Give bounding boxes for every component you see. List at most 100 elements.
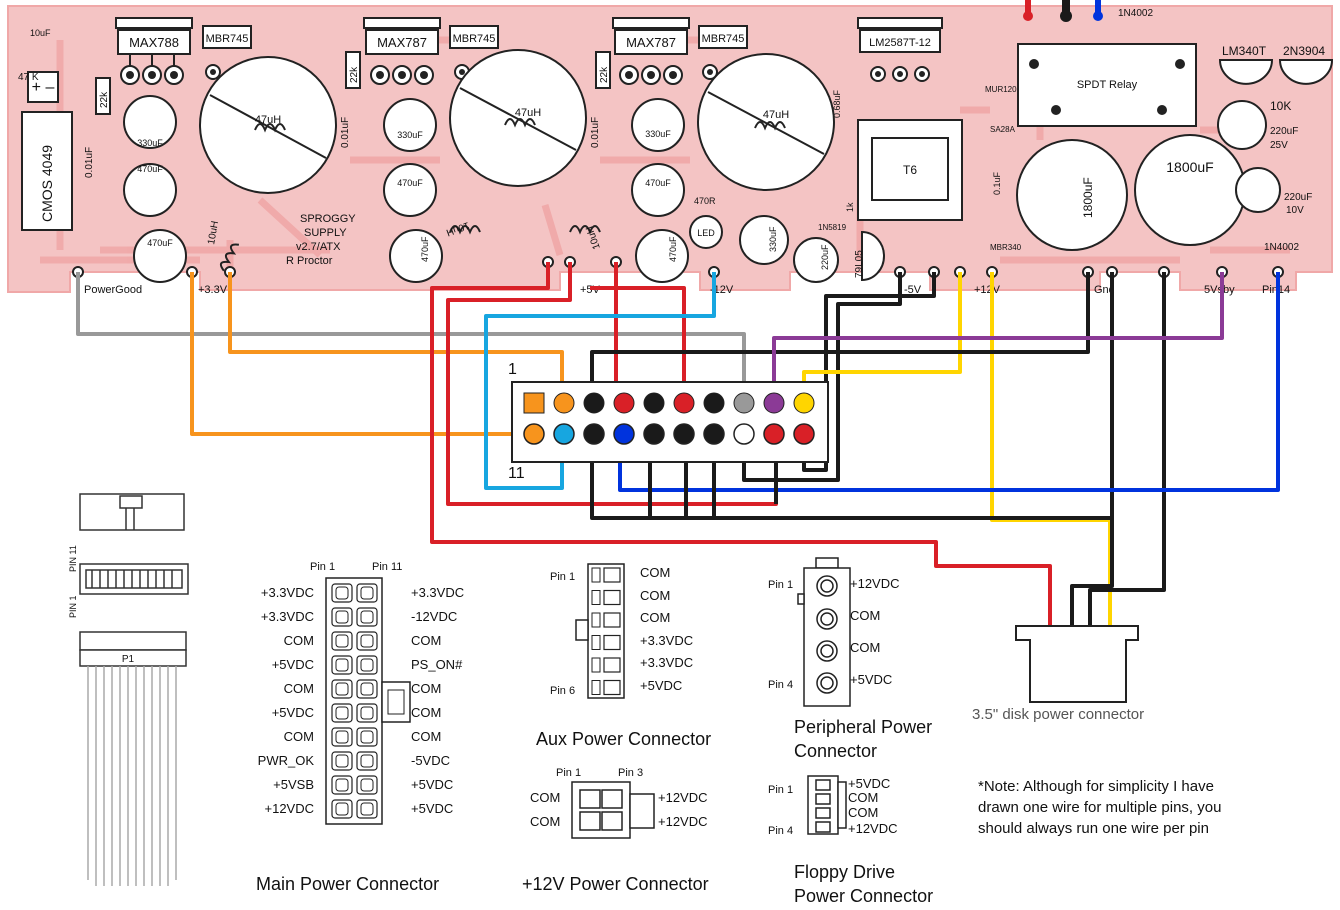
cap-label: 470uF [137, 164, 163, 174]
electrolytic-caps: 330uF 470uF 470uF 330uF 470uF 470uF 330u… [123, 95, 1312, 283]
ic-label: MAX788 [129, 35, 179, 50]
black-wire [742, 272, 902, 482]
header-pin [733, 392, 755, 414]
main-pin-inner [360, 754, 374, 768]
ic-label: LM2587T-12 [869, 37, 931, 49]
relay-label: SPDT Relay [1077, 79, 1138, 91]
cap-label: 0.01uF [590, 117, 601, 148]
cap-label: 1800uF [1166, 159, 1213, 175]
main-left-label: COM [284, 729, 314, 744]
aux-connector-pins [591, 567, 621, 696]
regulator-label: 79L05 [854, 250, 865, 278]
pin1-label: Pin 1 [310, 561, 335, 573]
cap-label: 0.01uF [340, 117, 351, 148]
cap-label: 470uF [397, 178, 423, 188]
pin1-label: Pin 1 [768, 579, 793, 591]
main-right-label: -12VDC [411, 609, 457, 624]
terminal-label: +3.3V [198, 284, 228, 296]
aux-pin-latch [591, 657, 601, 673]
pin1-label: Pin 1 [768, 784, 793, 796]
aux-pin-label: +3.3VDC [640, 632, 694, 648]
cap-label: 470uF [147, 238, 173, 248]
purple-wire [772, 272, 1224, 403]
pin6-label: Pin 6 [550, 685, 575, 697]
peripheral-title-line2: Connector [794, 741, 878, 761]
pcb-board: MAX788 MBR745 MAX787 [7, 0, 1334, 296]
terminal-label: +12V [974, 284, 1001, 296]
header-pin [583, 423, 605, 445]
credit-line: v2.7/ATX [296, 241, 341, 253]
pin4-label: Pin 4 [768, 679, 793, 691]
main-pin-inner [360, 634, 374, 648]
main-pin-inner [360, 802, 374, 816]
credit-line: R Proctor [286, 255, 333, 267]
header-pin1-label: 1 [508, 361, 517, 378]
peripheral-pin-label: +12VDC [850, 576, 900, 591]
aux-connector-title: Aux Power Connector [536, 729, 712, 749]
cmos-label: CMOS 4049 [39, 145, 55, 222]
resistor-label: 22k [349, 66, 360, 83]
aux-pin-label: COM [640, 587, 671, 603]
ic-mbr745-3: MBR745 [698, 25, 748, 80]
board-credit: SPROGGY SUPPLY v2.7/ATX R Proctor [286, 213, 356, 267]
main-pin-inner [335, 730, 349, 744]
peripheral-title-line1: Peripheral Power [794, 717, 933, 737]
header-pin [793, 423, 815, 445]
cap-label: 330uF [768, 226, 778, 252]
main-right-label: COM [411, 729, 441, 744]
ic-lm2587: LM2587T-12 [857, 17, 943, 82]
main-left-label: +3.3VDC [261, 585, 314, 600]
main-right-label: +3.3VDC [411, 585, 464, 600]
header-pin-square [523, 392, 545, 414]
header-pin [763, 392, 785, 414]
ic-max787-1: MAX787 [363, 17, 441, 85]
p12v-left-label: COM [530, 814, 561, 829]
peripheral-pin-label: COM [850, 640, 881, 655]
floppy-pin-label: +5VDC [848, 776, 891, 791]
aux-pin [603, 679, 621, 696]
aux-pin [603, 657, 621, 673]
header-pin [763, 423, 785, 445]
terminal-label: 5Vsby [1204, 284, 1235, 296]
ac-input-wires [1023, 0, 1103, 22]
main-right-label: COM [411, 705, 441, 720]
header-pin [733, 423, 755, 445]
header-pin [703, 423, 725, 445]
cap-label: 330uF [645, 129, 671, 139]
main-left-label: COM [284, 633, 314, 648]
diode-label: 1N5819 [818, 223, 847, 232]
inductor-label: 10uH [206, 220, 221, 245]
main-left-label: +5VSB [273, 777, 314, 792]
header-pin [643, 423, 665, 445]
black-wire [1088, 272, 1166, 628]
peripheral-pin-label: +5VDC [850, 672, 893, 687]
gray-wire [76, 272, 746, 403]
resistor-label: 22k [599, 66, 610, 83]
relay-block: SPDT Relay [1017, 43, 1197, 127]
transistor-label: 2N3904 [1283, 44, 1325, 58]
main-left-label: +12VDC [265, 801, 315, 816]
aux-pin [603, 612, 621, 628]
small-components: 22k 22k 22k 0.01uF 0.01uF 0.01uF 0.68uF … [84, 51, 1002, 195]
cap-voltage-label: 10V [1286, 205, 1304, 216]
aux-pin-latch [591, 612, 601, 628]
header-pin [673, 423, 695, 445]
main-right-label: COM [411, 633, 441, 648]
cmos-4049-chip: CMOS 4049 + – 10uF 47 K [18, 28, 73, 231]
disk-power-connector [1015, 625, 1139, 703]
aux-pin-label: +5VDC [640, 677, 683, 693]
resistor-label: 10K [1270, 99, 1291, 113]
main-pin-inner [335, 802, 349, 816]
main-pin-inner [335, 778, 349, 792]
floppy-pin-label: +12VDC [848, 821, 898, 836]
main-connector-pins [331, 583, 378, 819]
diode-label: SA28A [990, 125, 1016, 134]
disk-connector-title: 3.5" disk power connector [972, 706, 1145, 723]
cap-label: 330uF [397, 130, 423, 140]
diode-label: 1N4002 [1118, 8, 1153, 19]
floppy-title-line2: Power Connector [794, 886, 934, 906]
note-line-1: *Note: Although for simplicity I have [978, 778, 1214, 795]
ic-label: MAX787 [377, 35, 427, 50]
cap-label: 0.1uF [992, 171, 1002, 195]
main-pin-inner [335, 682, 349, 696]
